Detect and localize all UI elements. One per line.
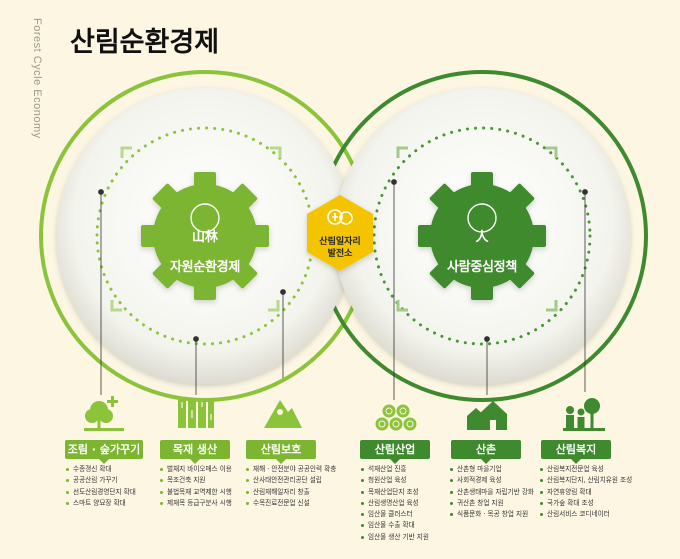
list-item: 임산물 생산 기반 지원 <box>361 532 429 543</box>
list-item: 산림복지전문업 육성 <box>540 464 632 475</box>
left-gear-label: 자원순환경제 <box>170 260 240 275</box>
wood-planks-icon <box>178 398 214 428</box>
center-hex-line1: 산림일자리 <box>319 237 361 247</box>
center-hexagon <box>307 195 373 271</box>
list-village: 산촌형 마을기업 사회적경제 육성 산촌생태마을 자립기반 강화 귀산촌 창업 … <box>450 464 534 520</box>
center-hex-label: 산림일자리 발전소 <box>305 236 375 260</box>
list-item: 산촌생태마을 자립기반 강화 <box>450 487 534 498</box>
list-industry: 석재산업 진흥 청원산업 육성 목재산업단지 조성 산림생명산업 육성 임산물 … <box>361 464 429 543</box>
list-item: 임산물 수출 확대 <box>361 520 429 531</box>
list-item: 청원산업 육성 <box>361 475 429 486</box>
list-protection: 재해 · 안전분야 공공인력 확충 산사태안전관리공단 설립 산림재해일자리 창… <box>246 464 336 509</box>
category-label-village: 산촌 <box>451 440 521 464</box>
mountain-icon <box>264 400 302 428</box>
category-label-planting: 조림 · 숲가꾸기 <box>65 440 143 464</box>
category-label-protection: 산림보호 <box>246 440 316 464</box>
list-item: 사회적경제 육성 <box>450 475 534 486</box>
list-planting: 수종갱신 확대 공공산림 가꾸기 선도산림경영단지 확대 스마트 양묘장 확대 <box>66 464 136 509</box>
list-item: 재해 · 안전분야 공공인력 확충 <box>246 464 336 475</box>
list-item: 석재산업 진흥 <box>361 464 429 475</box>
list-item: 수종갱신 확대 <box>66 464 136 475</box>
list-item: 산촌형 마을기업 <box>450 464 534 475</box>
logs-icon <box>374 403 418 432</box>
right-dotted-orbit <box>372 126 592 346</box>
left-gear-hanja: 山林 <box>191 230 218 245</box>
list-item: 산림복지단지, 산림치유원 조성 <box>540 475 632 486</box>
list-item: 수목진료전문업 신설 <box>246 498 336 509</box>
list-timber: 벌채지 바이오매스 이용 목조건축 지원 불법목재 교역제한 시행 제재목 등급… <box>160 464 232 509</box>
list-item: 제재목 등급구분사 시행 <box>160 498 232 509</box>
list-item: 불법목재 교역제한 시행 <box>160 487 232 498</box>
page-title: 산림순환경제 <box>70 27 220 58</box>
list-item: 공공산림 가꾸기 <box>66 475 136 486</box>
list-item: 식품문화 · 목공 창업 지원 <box>450 509 534 520</box>
page-subtitle: Forest Cycle Economy <box>31 18 43 139</box>
list-item: 자연휴양림 확대 <box>540 487 632 498</box>
houses-icon <box>467 401 507 430</box>
right-gear-label: 사람중심정책 <box>447 260 517 275</box>
list-item: 임산물 클러스터 <box>361 509 429 520</box>
right-orbit-arrows <box>396 146 558 312</box>
tree-plus-icon <box>84 396 124 431</box>
list-item: 선도산림경영단지 확대 <box>66 487 136 498</box>
category-label-timber: 목재 생산 <box>160 440 230 464</box>
list-item: 산사태안전관리공단 설립 <box>246 475 336 486</box>
connectors <box>98 179 588 400</box>
list-item: 산림서비스 코디네이터 <box>540 509 632 520</box>
right-gear <box>418 172 546 300</box>
right-gear-hanja: 人 <box>475 230 489 245</box>
category-label-industry: 산림산업 <box>360 440 430 464</box>
list-item: 국가숲 확대 조성 <box>540 498 632 509</box>
list-item: 목재산업단지 조성 <box>361 487 429 498</box>
list-item: 산림생명산업 육성 <box>361 498 429 509</box>
left-orbit-arrows <box>110 146 282 312</box>
list-item: 산림재해일자리 창출 <box>246 487 336 498</box>
people-tree-icon <box>563 398 605 431</box>
list-item: 목조건축 지원 <box>160 475 232 486</box>
list-item: 벌채지 바이오매스 이용 <box>160 464 232 475</box>
list-item: 스마트 양묘장 확대 <box>66 498 136 509</box>
list-item: 귀산촌 창업 지원 <box>450 498 534 509</box>
category-label-welfare: 산림복지 <box>541 440 611 464</box>
list-welfare: 산림복지전문업 육성 산림복지단지, 산림치유원 조성 자연휴양림 확대 국가숲… <box>540 464 632 520</box>
center-hex-line2: 발전소 <box>327 249 353 259</box>
left-gear <box>141 172 269 300</box>
